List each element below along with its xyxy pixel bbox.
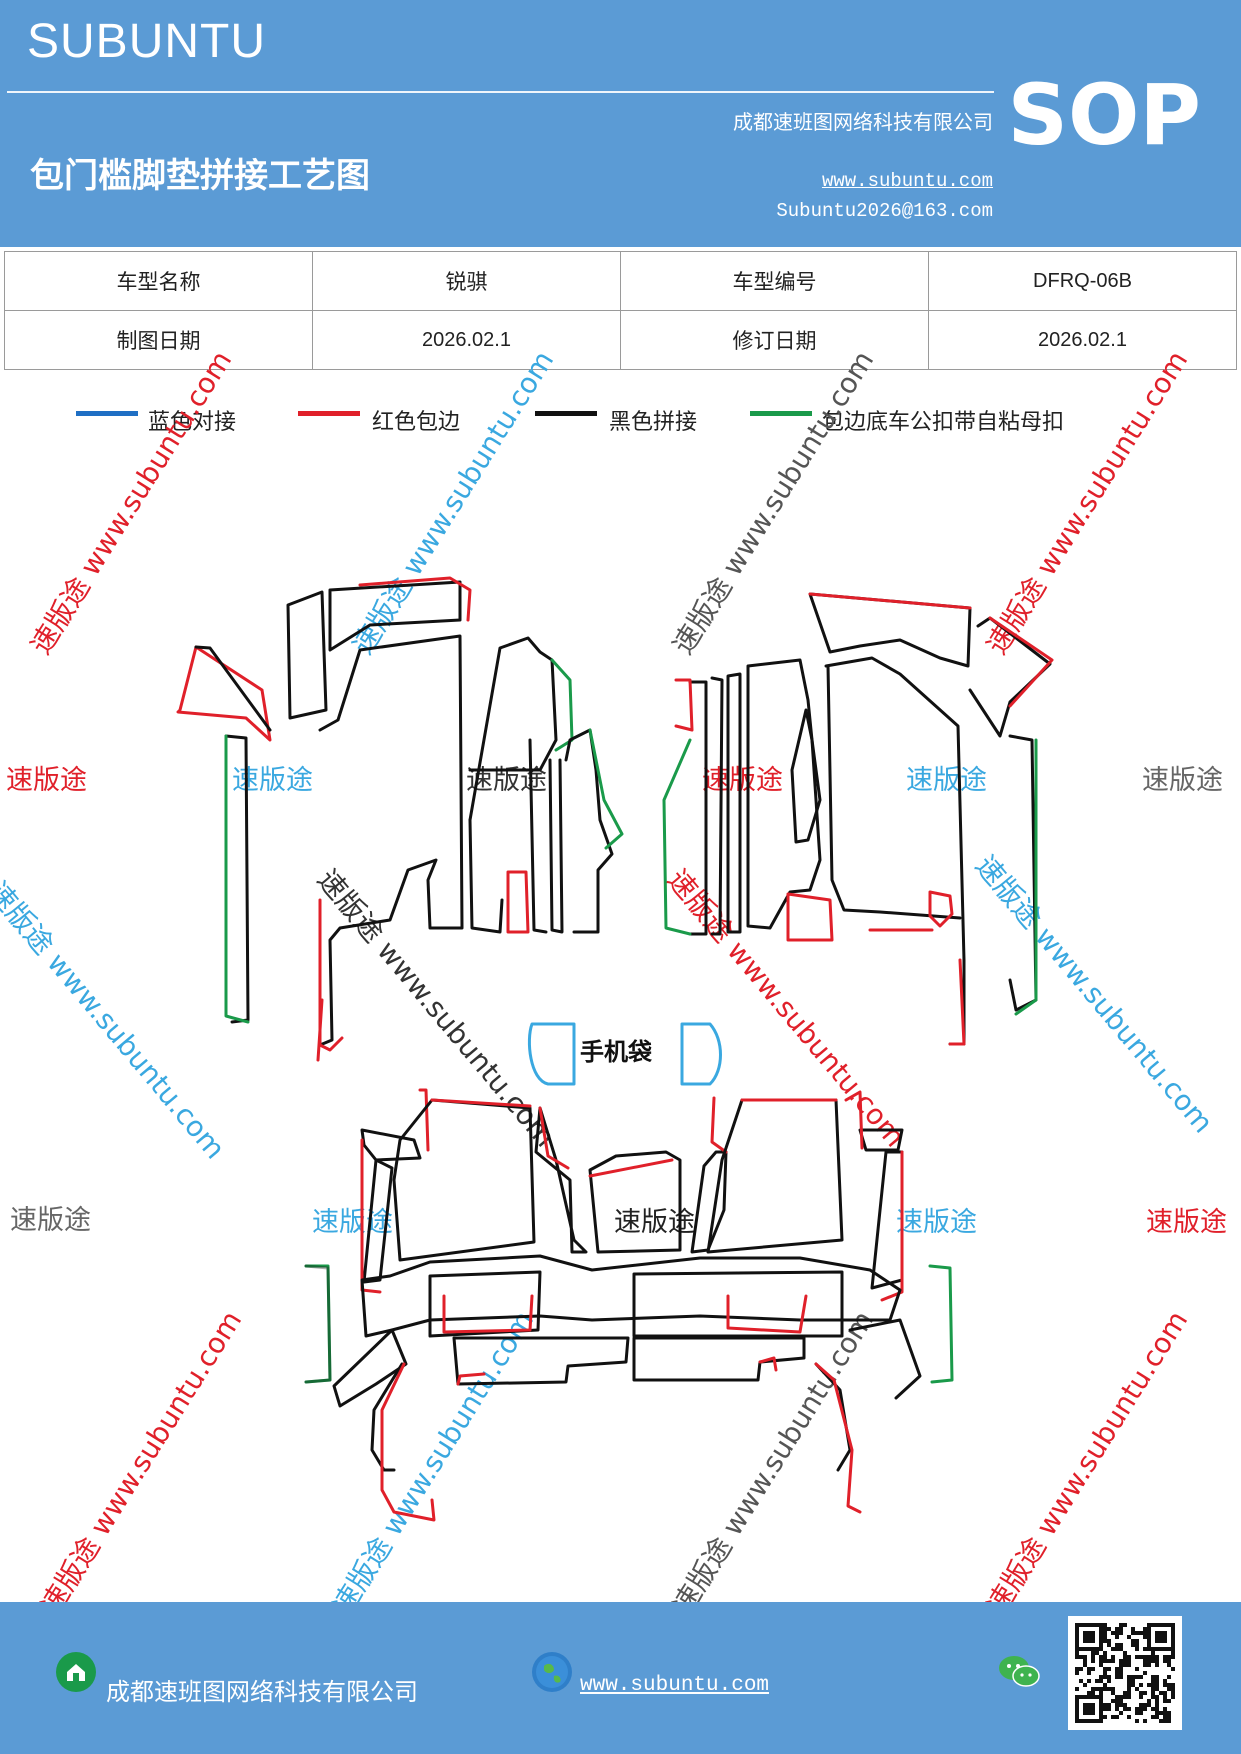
watermark-text: 速版途: [702, 765, 783, 796]
watermark-text: 速版途: [896, 1207, 977, 1238]
watermark-text: 速版途: [312, 1207, 393, 1238]
watermark-text: 速版途: [1146, 1207, 1227, 1238]
globe-icon: [532, 1652, 572, 1692]
model-name-label: 车型名称: [4, 251, 313, 311]
legend: 蓝色对接 红色包边 黑色拼接 包边底车公扣带自粘母扣: [0, 400, 1241, 440]
legend-swatch-blue: [76, 411, 138, 416]
sop-badge: SOP: [1007, 66, 1201, 164]
email-address: Subuntu2026@163.com: [776, 200, 993, 222]
footer-banner: 成都速班图网络科技有限公司 www.subuntu.com: [0, 1602, 1241, 1754]
table-row: 车型名称 锐骐 车型编号 DFRQ-06B: [4, 251, 1237, 311]
header-banner: SUBUNTU 成都速班图网络科技有限公司 包门槛脚垫拼接工艺图 www.sub…: [0, 0, 1241, 247]
floor-mat-diagram: 速版途 速版途 速版途 速版途 速版途 速版途 速版途 速版途 速版途 速版途 …: [0, 345, 1241, 1620]
info-table: 车型名称 锐骐 车型编号 DFRQ-06B 制图日期 2026.02.1 修订日…: [4, 251, 1237, 370]
table-row: 制图日期 2026.02.1 修订日期 2026.02.1: [4, 310, 1237, 370]
legend-swatch-green: [750, 411, 812, 416]
legend-label: 蓝色对接: [148, 410, 237, 435]
watermark-text: 速版途: [1142, 765, 1223, 796]
page-title: 包门槛脚垫拼接工艺图: [30, 156, 370, 196]
revision-date-label: 修订日期: [620, 310, 929, 370]
company-name: 成都速班图网络科技有限公司: [733, 110, 993, 134]
model-name-value: 锐骐: [312, 251, 621, 311]
model-code-label: 车型编号: [620, 251, 929, 311]
footer-company: 成都速班图网络科技有限公司: [106, 1678, 418, 1706]
home-icon: [56, 1652, 96, 1692]
legend-label: 红色包边: [372, 410, 461, 435]
footer-website-link[interactable]: www.subuntu.com: [580, 1674, 770, 1697]
legend-label: 包边底车公扣带自粘母扣: [822, 410, 1065, 435]
draw-date-label: 制图日期: [4, 310, 313, 370]
website-link[interactable]: www.subuntu.com: [821, 170, 993, 192]
qr-code: [1068, 1616, 1182, 1730]
brand-name: SUBUNTU: [27, 15, 267, 68]
watermark-text: 速版途: [906, 765, 987, 796]
header-divider: [7, 91, 994, 93]
phone-pocket-label: 手机袋: [580, 1038, 652, 1066]
wechat-icon[interactable]: [996, 1652, 1042, 1692]
mat-drawing: [176, 576, 1054, 1522]
legend-swatch-red: [298, 411, 360, 416]
watermark-text: 速版途: [6, 765, 87, 796]
legend-label: 黑色拼接: [609, 410, 698, 435]
watermark-text: 速版途: [10, 1205, 91, 1236]
revision-date-value: 2026.02.1: [928, 310, 1237, 370]
draw-date-value: 2026.02.1: [312, 310, 621, 370]
model-code-value: DFRQ-06B: [928, 251, 1237, 311]
legend-swatch-black: [535, 411, 597, 416]
